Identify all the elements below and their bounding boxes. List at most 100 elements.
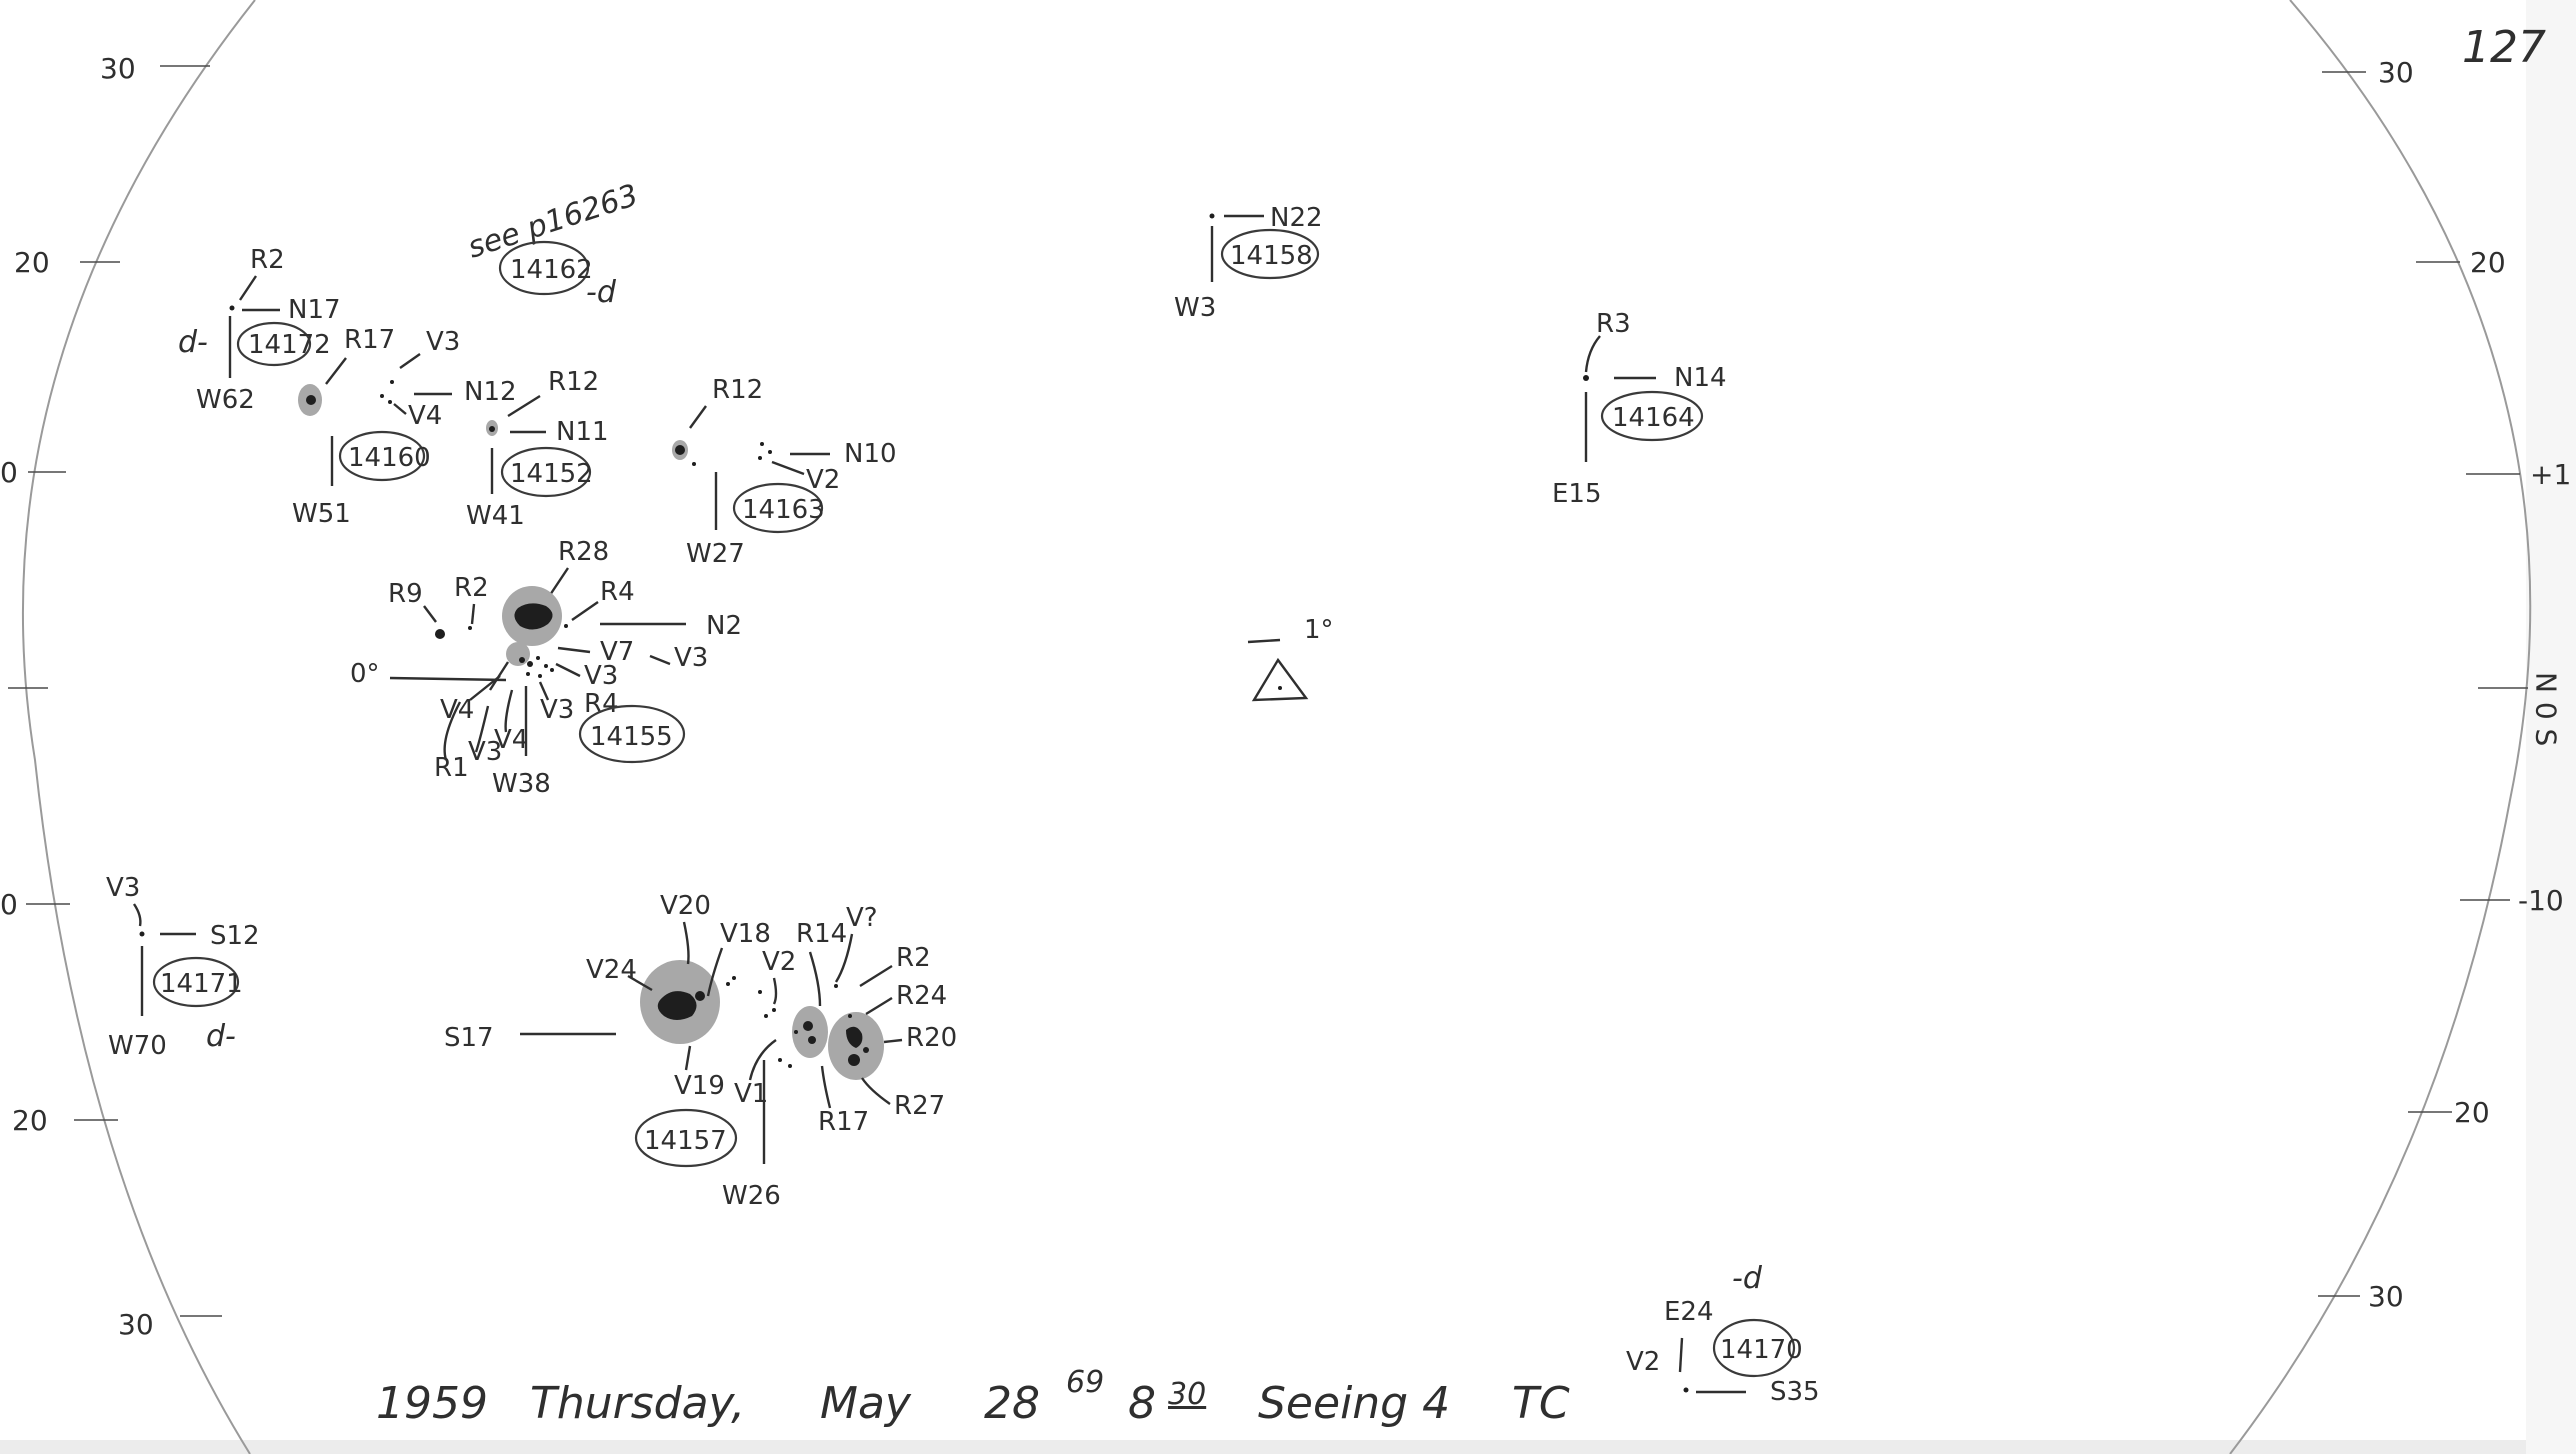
- group-number-oval: [1220, 228, 1320, 280]
- group-number-oval: [152, 956, 240, 1008]
- group-number-oval: [498, 240, 590, 296]
- group-number-oval: [500, 446, 592, 498]
- tag-r20: R20: [906, 1023, 957, 1053]
- tag-v3: V3: [426, 327, 460, 357]
- tag-v19: V19: [674, 1071, 725, 1101]
- scale-left-20-north: 20: [14, 246, 50, 279]
- scale-right-30-bottom: 30: [2368, 1280, 2404, 1313]
- group-number-oval: [1600, 390, 1704, 442]
- lat-n10: N10: [844, 439, 897, 469]
- lon-w51: W51: [292, 499, 351, 529]
- tag-v1: V1: [734, 1079, 768, 1109]
- disk-limb-right: [2229, 0, 2532, 1454]
- center-mark-label: 1°: [1304, 615, 1334, 645]
- disk-limb-left: [21, 0, 256, 1454]
- equator-mark: 0°: [350, 659, 380, 689]
- tag-v3: V3: [106, 873, 140, 903]
- lon-w3: W3: [1174, 293, 1216, 323]
- tag-v18: V18: [720, 919, 771, 949]
- tag-r1: R1: [434, 753, 469, 783]
- lon-e15: E15: [1552, 479, 1602, 509]
- group-number-oval: [338, 430, 426, 482]
- observation-caption: 1959 Thursday, May 28 69 8 30 Seeing 4 T…: [376, 1365, 1570, 1429]
- tag-r17: R17: [818, 1107, 869, 1137]
- tag-v2: V2: [806, 465, 840, 495]
- group-number-oval: [732, 482, 824, 534]
- tag-v24: V24: [586, 955, 637, 985]
- lat-s12: S12: [210, 921, 260, 951]
- group-14172: R2 N17 d- 14172 W62: [178, 245, 341, 415]
- tag-r4-a: R4: [600, 577, 635, 607]
- lat-n22: N22: [1270, 203, 1323, 233]
- lon-e24: E24: [1664, 1297, 1714, 1327]
- scale-right-20-south: 20: [2454, 1096, 2490, 1129]
- paper-right-edge: [2526, 0, 2576, 1454]
- tag-r24: R24: [896, 981, 947, 1011]
- lon-w41: W41: [466, 501, 525, 531]
- lat-n11: N11: [556, 417, 609, 447]
- group-number-oval: [236, 321, 312, 367]
- group-number-14152: 14152: [510, 459, 593, 489]
- group-number-14162: 14162: [510, 255, 593, 285]
- caption-day-fraction: 69: [1066, 1365, 1104, 1400]
- group-14157: S17 V20 V24 V18 V19 V2 R14 V? R2 R24 R20: [444, 891, 957, 1211]
- caption-weekday: Thursday,: [530, 1378, 745, 1429]
- tag-r2: R2: [250, 245, 285, 275]
- lon-w38: W38: [492, 769, 551, 799]
- scale-right-10-north: +1: [2530, 458, 2571, 491]
- group-14160: R17 V3 V4 N12 14160 W51: [292, 325, 517, 529]
- group-number-14158: 14158: [1230, 241, 1313, 271]
- tag-r28: R28: [558, 537, 609, 567]
- scale-right-20-north: 20: [2470, 246, 2506, 279]
- group-number-14171: 14171: [160, 969, 243, 999]
- group-14158: N22 14158 W3: [1174, 203, 1323, 323]
- caption-month: May: [820, 1378, 912, 1429]
- scale-left-10-south: 0: [0, 888, 18, 921]
- group-number-oval: [578, 704, 686, 764]
- group-number-14172: 14172: [248, 330, 331, 360]
- tag-v-question: V?: [846, 903, 878, 933]
- group-number-14164: 14164: [1612, 403, 1695, 433]
- left-latitude-scale: 30 20 0 0 20 30: [0, 52, 222, 1341]
- tag-minus-d: -d: [1732, 1261, 1763, 1296]
- tag-r12: R12: [712, 375, 763, 405]
- tag-r3: R3: [1596, 309, 1631, 339]
- scale-left-10-north: 0: [0, 456, 18, 489]
- tag-v2: V2: [1626, 1347, 1660, 1377]
- tag-v3-far: V3: [674, 643, 708, 673]
- group-number-14155: 14155: [590, 722, 673, 752]
- note-see-page: see p16263: [464, 178, 643, 266]
- caption-seeing: Seeing 4: [1258, 1378, 1450, 1429]
- tag-d-minus: d-: [206, 1019, 236, 1054]
- tag-v3-b: V3: [584, 661, 618, 691]
- group-14152: R12 N11 14152 W41: [466, 367, 609, 531]
- tag-r2: R2: [896, 943, 931, 973]
- tag-v20: V20: [660, 891, 711, 921]
- lat-n17: N17: [288, 295, 341, 325]
- lon-w70: W70: [108, 1031, 167, 1061]
- caption-day: 28: [984, 1378, 1040, 1429]
- corner-page-number: 127: [2462, 22, 2546, 73]
- caption-observer: TC: [1512, 1378, 1570, 1429]
- tag-v3-c: V3: [540, 695, 574, 725]
- lon-w27: W27: [686, 539, 745, 569]
- paper-bottom-edge: [0, 1440, 2576, 1454]
- tag-r2: R2: [454, 573, 489, 603]
- disk-center-mark: 1°: [1247, 615, 1334, 702]
- caption-hour: 8: [1128, 1378, 1156, 1429]
- group-14164: R3 N14 14164 E15: [1552, 309, 1727, 509]
- scale-right-n-0-s: N 0 S: [2530, 672, 2563, 746]
- lon-w26: W26: [722, 1181, 781, 1211]
- scale-right-10-south: -10: [2518, 884, 2564, 917]
- tag-r4-b: R4: [584, 689, 619, 719]
- tag-d-minus: d-: [178, 325, 208, 360]
- scale-left-30-bottom: 30: [118, 1308, 154, 1341]
- lon-w62: W62: [196, 385, 255, 415]
- lat-n2: N2: [706, 611, 742, 641]
- lat-s17: S17: [444, 1023, 494, 1053]
- right-latitude-scale: 30 20 +1 N 0 S -10 20 30: [2318, 56, 2571, 1313]
- group-number-oval: [1712, 1318, 1796, 1378]
- tag-v3-d: V3: [468, 737, 502, 767]
- lat-s35: S35: [1770, 1377, 1820, 1407]
